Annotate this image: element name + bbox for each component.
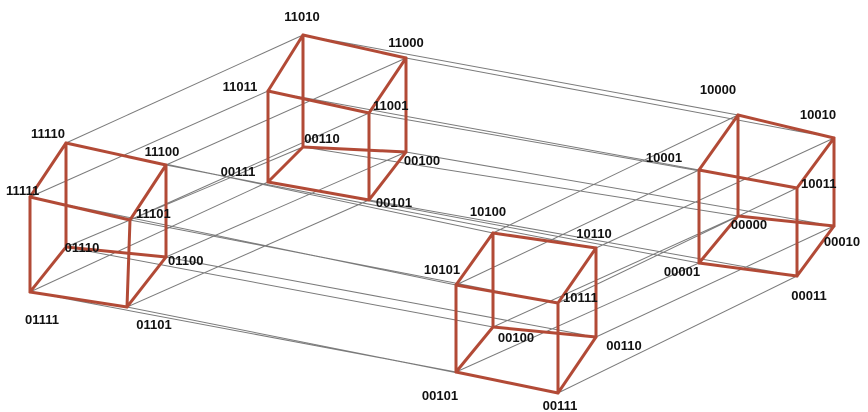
vertex-label-bottom-tr-front: 10111 [563,290,598,305]
vertex-label-bottom-tr-back: 10110 [576,226,611,241]
vertex-label-left-tr-front: 11101 [136,206,171,221]
connection-edge [65,34,304,144]
cube-edge-left [128,163,168,222]
cube-edges [28,33,836,395]
vertex-labels: 11110 11100 11111 11101 01110 01100 01111 01101… [6,9,860,412]
vertex-label-right-br-back: 00010 [824,234,860,249]
connection-edge [492,215,739,328]
cube-edge-bottom [491,231,598,250]
vertex-label-bottom-br-front: 00111 [543,398,578,412]
cube-edge-bottom [454,283,560,305]
connection-edge [267,90,700,171]
vertex-label-left-bl-back: 01110 [65,240,100,255]
connection-edge [557,187,798,304]
vertex-label-left-br-front: 01101 [136,317,171,332]
connection-edge [29,196,457,286]
connection-edge [165,256,597,338]
cube-edge-left [64,245,168,259]
connection-edge [492,114,739,234]
cube-edge-top [266,33,305,93]
vertex-label-left-tl-front: 11111 [6,183,39,198]
vertex-label-bottom-br-back: 00110 [606,338,641,353]
vertex-label-right-tr-front: 10011 [801,176,836,191]
connection-edge [29,181,269,293]
connection-edge [405,57,835,139]
cube-edge-top [266,180,371,202]
cube-edge-left [64,141,168,167]
connection-edge [455,169,700,286]
vertex-label-right-tl-back: 10000 [700,82,736,97]
cube-edge-left [125,255,168,309]
cube-edge-right [736,214,836,228]
vertex-label-left-br-back: 01100 [168,253,203,268]
connection-edge [65,146,304,248]
vertex-label-left-bl-front: 01111 [25,312,59,327]
cube-edge-left [28,195,132,222]
vertex-label-top-tr-back: 11000 [388,35,423,50]
vertex-label-bottom-bl-front: 00101 [422,388,458,403]
cube-edge-bottom [556,246,598,305]
connection-edge [455,262,700,373]
vertex-label-right-bl-front: 00001 [664,264,700,279]
connection-edge [302,34,739,116]
connection-edge [165,57,407,166]
cube-edge-left [28,290,129,309]
cube-edge-top [266,89,371,115]
vertex-label-left-tl-back: 11110 [31,126,65,141]
cube-edge-bottom [454,231,495,287]
connection-edge [129,112,370,221]
cube-edge-bottom [454,370,560,395]
connection-edge [65,246,494,328]
cube-edge-left [28,245,68,294]
vertex-label-top-br-back: 00100 [404,153,440,168]
cube-edge-bottom [556,335,598,395]
connection-edge [405,151,835,227]
vertex-label-right-bl-back: 00000 [731,217,767,232]
vertex-label-top-bl-front: 00111 [221,164,256,179]
cube-edge-right [697,214,740,265]
vertex-label-top-tl-front: 11011 [223,79,258,94]
cube-edge-right [795,224,836,278]
cube-edge-left [125,218,132,309]
vertex-label-top-tr-front: 11001 [373,98,408,113]
cube-edge-top [367,56,408,115]
connection-edge [368,199,798,277]
cube-edge-bottom [454,325,495,374]
vertex-label-bottom-tl-front: 10101 [424,262,460,277]
cube-edge-bottom [491,325,598,339]
connection-edge [595,137,835,249]
vertex-label-right-tr-back: 10010 [800,107,836,122]
connection-edge [29,90,269,198]
cube-edge-right [697,261,799,278]
connection-edge [595,225,835,338]
vertex-label-bottom-tl-back: 10100 [470,204,506,219]
vertex-label-right-tl-front: 10001 [646,150,682,165]
cube-edge-top [301,145,408,154]
connection-edge [557,275,798,394]
connection-edges [29,34,835,394]
connection-edge [302,146,739,217]
vertex-label-top-bl-back: 00110 [304,131,339,146]
cube-edge-right [795,136,836,190]
cube-edge-right [736,113,836,140]
cube-edge-right [697,113,740,172]
cube-edge-top [301,33,408,60]
vertex-label-top-br-front: 00101 [376,195,412,210]
cube-edge-right [697,168,799,190]
cube-edge-top [266,145,305,184]
vertex-label-bottom-bl-back: 00100 [498,330,534,345]
vertex-label-right-br-front: 00011 [791,288,826,303]
connection-edge [165,151,407,258]
cube-edge-top [367,150,408,202]
vertex-label-left-tr-back: 11100 [145,144,180,159]
connection-edge [165,164,597,249]
cube-edge-left [28,141,68,199]
connection-edge [126,199,370,308]
vertex-label-top-tl-back: 11010 [284,9,319,24]
